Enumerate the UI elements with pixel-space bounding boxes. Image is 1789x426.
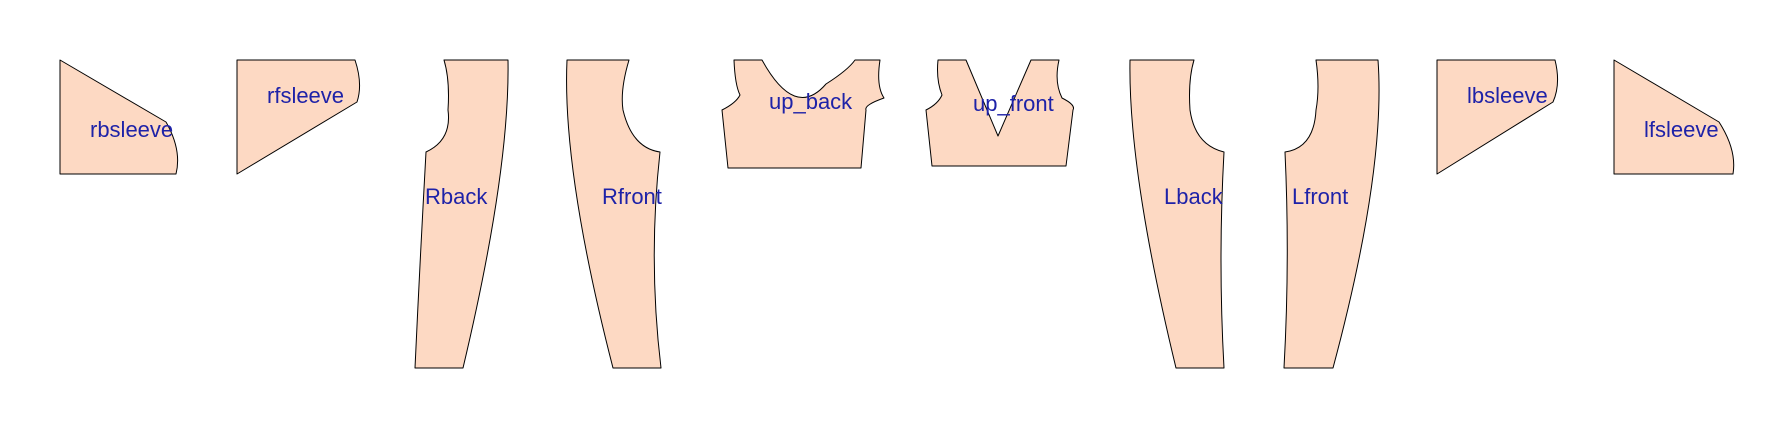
piece-rback-shape bbox=[414, 59, 509, 369]
piece-rbsleeve-label: rbsleeve bbox=[90, 117, 173, 142]
piece-rfront-shape bbox=[566, 59, 662, 369]
piece-rfsleeve-shape bbox=[236, 59, 361, 175]
piece-lfsleeve: lfsleeve bbox=[1613, 59, 1735, 175]
piece-rfront-label: Rfront bbox=[602, 184, 662, 209]
piece-lfsleeve-shape bbox=[1613, 59, 1735, 175]
piece-rbsleeve-shape bbox=[59, 59, 179, 175]
piece-rback: Rback bbox=[414, 59, 509, 369]
piece-lfsleeve-label: lfsleeve bbox=[1644, 117, 1719, 142]
piece-lfront-label: Lfront bbox=[1292, 184, 1348, 209]
piece-up-back: up_back bbox=[721, 59, 885, 169]
piece-lbsleeve-shape bbox=[1436, 59, 1559, 175]
piece-lback-label: Lback bbox=[1164, 184, 1224, 209]
piece-rfsleeve: rfsleeve bbox=[236, 59, 361, 175]
piece-up-front-label: up_front bbox=[973, 91, 1054, 116]
piece-lback: Lback bbox=[1129, 59, 1225, 369]
piece-lfront: Lfront bbox=[1283, 59, 1380, 369]
piece-rfront: Rfront bbox=[566, 59, 662, 369]
piece-lback-shape bbox=[1129, 59, 1225, 369]
piece-rbsleeve: rbsleeve bbox=[59, 59, 179, 175]
piece-rfsleeve-label: rfsleeve bbox=[267, 83, 344, 108]
piece-up-back-shape bbox=[721, 59, 885, 169]
piece-up-front-shape bbox=[925, 59, 1074, 167]
piece-up-back-label: up_back bbox=[769, 89, 853, 114]
piece-lfront-shape bbox=[1283, 59, 1380, 369]
piece-up-front: up_front bbox=[925, 59, 1074, 167]
piece-lbsleeve-label: lbsleeve bbox=[1467, 83, 1548, 108]
piece-rback-label: Rback bbox=[425, 184, 488, 209]
piece-lbsleeve: lbsleeve bbox=[1436, 59, 1559, 175]
